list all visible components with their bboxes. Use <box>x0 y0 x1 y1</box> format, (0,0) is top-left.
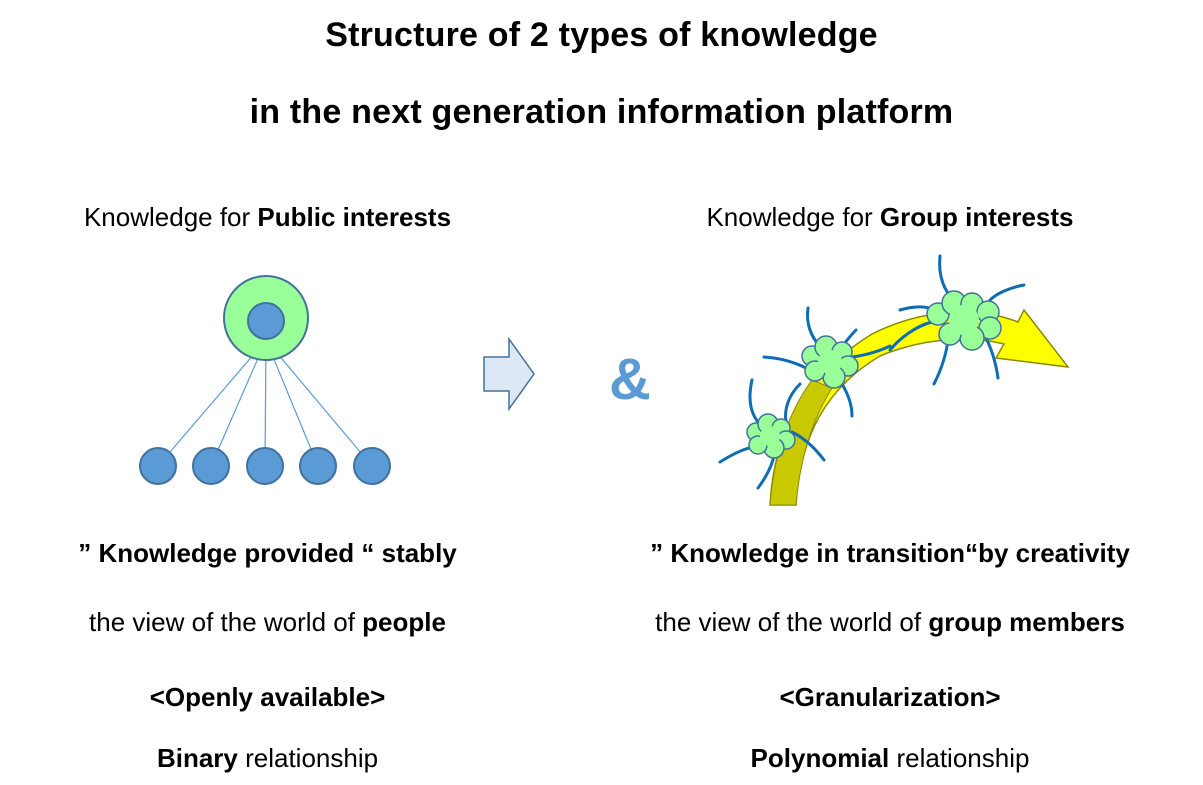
right-view-prefix: the view of the world of <box>655 607 929 637</box>
tendril-curve <box>790 430 826 462</box>
knowledge-cloud-icon <box>746 413 796 459</box>
tendril-curve <box>932 338 950 386</box>
tendril-curve <box>762 355 808 370</box>
right-rel-suffix: relationship <box>889 743 1030 773</box>
leaf-node <box>139 447 177 485</box>
right-tag: <Granularization> <box>779 682 1001 712</box>
spoke-line <box>264 339 267 467</box>
left-tag: <Openly available> <box>149 682 386 712</box>
tendril-curve <box>984 336 1000 380</box>
spoke-line <box>265 339 319 467</box>
tendril-curve <box>748 378 760 424</box>
spoke-line <box>210 339 267 467</box>
binary-tree-diagram <box>139 275 391 485</box>
right-relationship: Polynomial relationship <box>585 743 1195 774</box>
spoke-line <box>157 339 267 467</box>
right-heading: Knowledge for Group interests <box>585 202 1195 233</box>
right-rel-bold: Polynomial <box>750 743 890 773</box>
right-heading-bold: Group interests <box>879 202 1074 232</box>
transition-arrow-icon <box>483 336 535 412</box>
leaf-node <box>353 447 391 485</box>
left-heading-prefix: Knowledge for <box>83 202 258 232</box>
title-line-1: Structure of 2 types of knowledge <box>325 16 878 54</box>
ampersand: & <box>609 347 651 412</box>
tendril-curve <box>988 283 1026 302</box>
left-heading-bold: Public interests <box>257 202 452 232</box>
leaf-node <box>299 447 337 485</box>
tendril-curve <box>888 320 934 352</box>
left-heading: Knowledge for Public interests <box>0 202 535 233</box>
hub-node <box>247 302 285 340</box>
left-quote: ” Knowledge provided “ stably <box>78 538 457 568</box>
left-view: the view of the world of people <box>0 607 535 638</box>
leaf-node <box>246 447 284 485</box>
knowledge-cloud-icon <box>801 335 859 389</box>
left-rel-bold: Binary <box>156 743 238 773</box>
polynomial-flow-diagram <box>718 254 1070 506</box>
knowledge-cloud-icon <box>926 290 1002 351</box>
right-view-bold: group members <box>928 607 1125 637</box>
spoke-line <box>265 339 373 467</box>
title-line-2: in the next generation information platf… <box>249 93 954 131</box>
left-rel-suffix: relationship <box>237 743 379 773</box>
right-view: the view of the world of group members <box>585 607 1195 638</box>
leaf-node <box>192 447 230 485</box>
right-heading-prefix: Knowledge for <box>706 202 880 232</box>
right-quote: ” Knowledge in transition“by creativity <box>650 538 1130 568</box>
left-relationship: Binary relationship <box>0 743 535 774</box>
left-view-bold: people <box>362 607 446 637</box>
left-view-prefix: the view of the world of <box>89 607 363 637</box>
tendril-curve <box>784 382 802 424</box>
